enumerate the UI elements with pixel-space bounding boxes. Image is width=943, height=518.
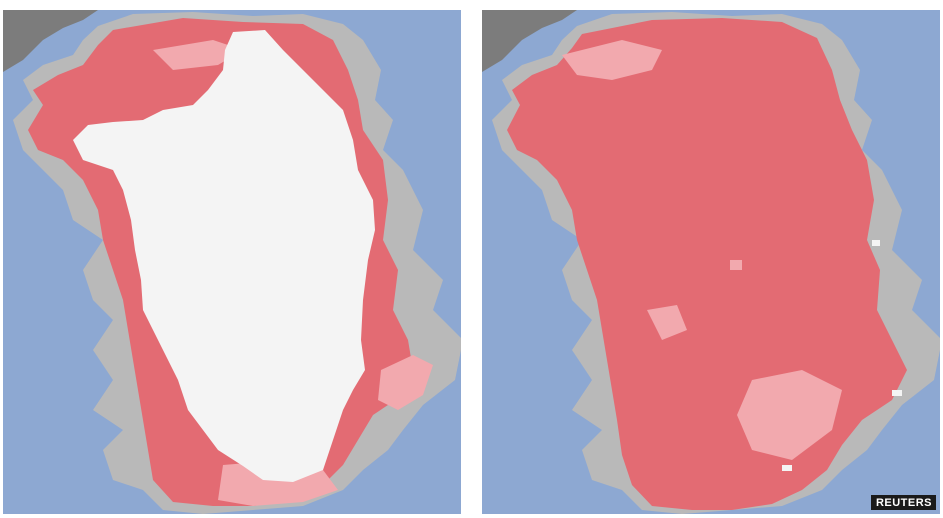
probable-melt-north xyxy=(153,40,243,70)
no-melt-speck xyxy=(782,465,792,471)
probable-melt-speck xyxy=(730,260,742,270)
greenland-melt-map-before xyxy=(3,10,461,514)
greenland-melt-map-after: REUTERS xyxy=(482,10,940,514)
canada-land xyxy=(482,10,577,72)
map-canvas-after xyxy=(482,10,940,514)
map-canvas-before xyxy=(3,10,461,514)
no-melt-speck xyxy=(892,390,902,396)
canada-land xyxy=(3,10,98,72)
no-melt-speck xyxy=(872,240,880,246)
reuters-credit: REUTERS xyxy=(870,495,936,510)
probable-melt-south xyxy=(737,370,842,460)
probable-melt-north xyxy=(562,40,662,80)
probable-melt-west xyxy=(647,305,687,340)
no-melt-area xyxy=(73,30,375,482)
probable-melt-east xyxy=(378,355,433,410)
